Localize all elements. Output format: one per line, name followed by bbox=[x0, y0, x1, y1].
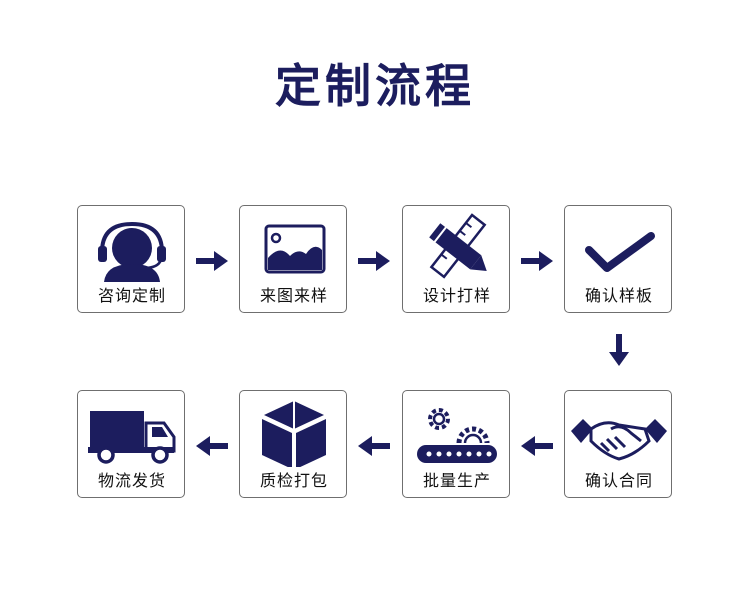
step-confirm-sample: 确认样板 bbox=[564, 205, 672, 313]
box-icon bbox=[240, 397, 348, 467]
step-label: 确认合同 bbox=[584, 471, 653, 490]
arrow-left-icon bbox=[196, 436, 228, 456]
headset-agent-icon bbox=[78, 212, 186, 282]
step-confirm-contract: 确认合同 bbox=[564, 390, 672, 498]
step-logistics: 物流发货 bbox=[77, 390, 185, 498]
step-label: 物流发货 bbox=[97, 471, 166, 490]
pencil-ruler-icon bbox=[403, 212, 511, 282]
arrow-down-icon bbox=[609, 334, 629, 366]
arrow-right-icon bbox=[521, 251, 553, 271]
arrow-right-icon bbox=[196, 251, 228, 271]
step-label: 确认样板 bbox=[584, 286, 653, 305]
step-label: 批量生产 bbox=[422, 471, 491, 490]
step-label: 设计打样 bbox=[422, 286, 491, 305]
step-consult: 咨询定制 bbox=[77, 205, 185, 313]
truck-icon bbox=[78, 397, 186, 467]
arrow-left-icon bbox=[521, 436, 553, 456]
arrow-left-icon bbox=[358, 436, 390, 456]
step-design: 设计打样 bbox=[402, 205, 510, 313]
arrow-right-icon bbox=[358, 251, 390, 271]
image-icon bbox=[240, 212, 348, 282]
step-inspect-pack: 质检打包 bbox=[239, 390, 347, 498]
checkmark-icon bbox=[565, 212, 673, 282]
step-label: 质检打包 bbox=[259, 471, 328, 490]
step-label: 来图来样 bbox=[259, 286, 328, 305]
step-mass-production: 批量生产 bbox=[402, 390, 510, 498]
handshake-icon bbox=[565, 397, 673, 467]
page-title: 定制流程 bbox=[275, 59, 475, 113]
step-label: 咨询定制 bbox=[97, 286, 166, 305]
step-reference: 来图来样 bbox=[239, 205, 347, 313]
gears-conveyor-icon bbox=[403, 397, 511, 467]
